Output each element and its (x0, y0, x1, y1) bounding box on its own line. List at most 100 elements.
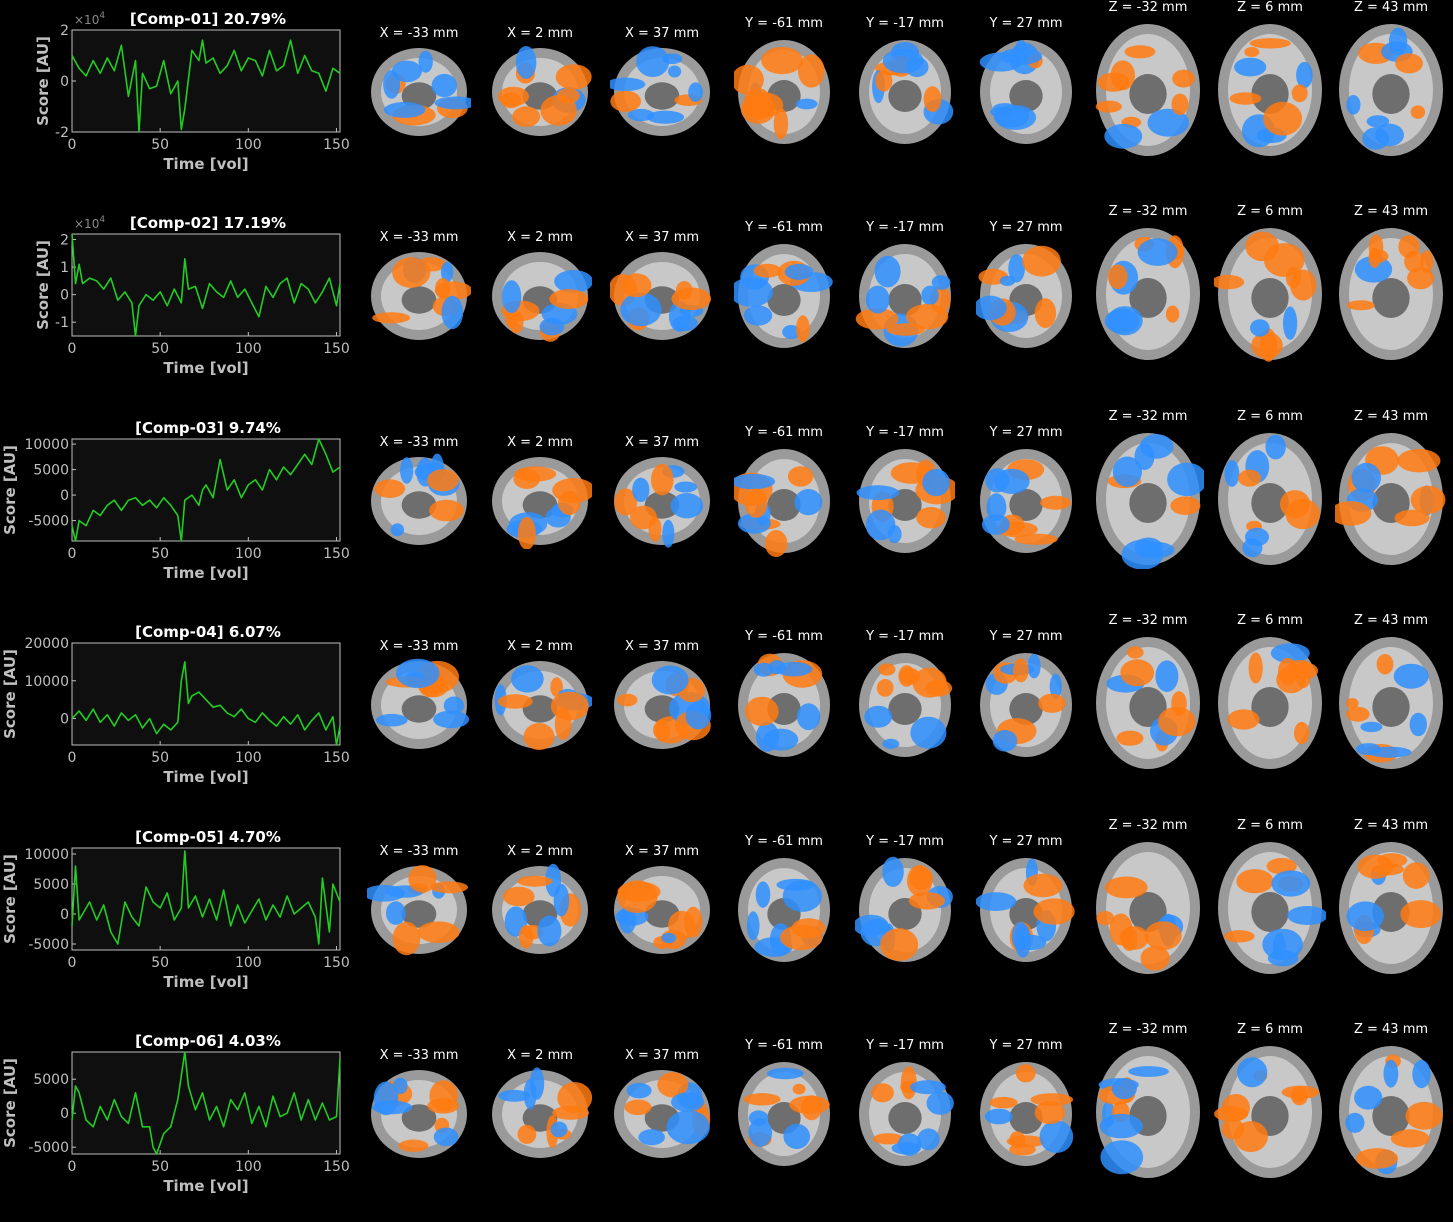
slice-label: Y = -61 mm (745, 16, 823, 31)
brain-slice-image (855, 856, 953, 962)
chart-title: [Comp-03] 9.74% (135, 419, 281, 437)
brain-slice-image (976, 244, 1072, 348)
brain-slice-image (1339, 24, 1443, 156)
slice-label: Y = 27 mm (989, 220, 1063, 235)
chart-title: [Comp-04] 6.07% (135, 623, 281, 641)
x-axis-label: Time [vol] (163, 155, 248, 173)
plot-area (71, 29, 341, 133)
x-tick-label: 150 (323, 137, 350, 153)
chart-title: [Comp-01] 20.79% (130, 10, 286, 28)
brain-slice-image (1096, 433, 1204, 569)
slice-label: Z = -32 mm (1108, 204, 1188, 219)
y-tick-label: 0 (60, 907, 69, 923)
slice-label: Y = 27 mm (989, 425, 1063, 440)
timecourse-line (71, 661, 341, 746)
brain-slice-image (492, 661, 592, 750)
slice-label: Z = 6 mm (1237, 0, 1303, 15)
x-tick-label: 50 (151, 1159, 169, 1175)
y-tick-label: 0 (60, 288, 69, 304)
brain-slice-image (734, 244, 833, 348)
timecourse-line (71, 1051, 341, 1155)
y-tick-label: -2 (55, 125, 69, 141)
slice-label: X = 2 mm (507, 1048, 573, 1063)
brain-slice-image (371, 658, 470, 749)
brain-slice-image (738, 653, 830, 757)
slice-label: X = 2 mm (507, 639, 573, 654)
brain-slice-image (1096, 842, 1200, 974)
y-axis-label: Score [AU] (1, 649, 19, 739)
x-tick-label: 50 (151, 341, 169, 357)
slice-label: Z = 6 mm (1237, 409, 1303, 424)
slice-label: Y = 27 mm (989, 1038, 1063, 1053)
brain-slice-image (979, 40, 1072, 144)
timecourse-line (71, 39, 341, 133)
slice-label: X = -33 mm (379, 435, 459, 450)
brain-slice-image (1218, 842, 1326, 974)
slice-label: Y = -17 mm (866, 629, 944, 644)
brain-slice-image (859, 1062, 954, 1166)
x-tick-label: 50 (151, 750, 169, 766)
brain-slice-image (492, 1067, 592, 1158)
slice-label: X = -33 mm (379, 844, 459, 859)
slice-label: Z = 6 mm (1237, 1022, 1303, 1037)
x-tick-label: 0 (68, 1159, 77, 1175)
slice-label: X = 2 mm (507, 844, 573, 859)
brain-slice-image (859, 653, 953, 757)
brain-slice-image (371, 252, 471, 340)
slice-label: Z = 43 mm (1353, 204, 1429, 219)
slice-label: Y = -61 mm (745, 834, 823, 849)
brain-slice-image (492, 863, 588, 954)
y-tick-label: 10000 (24, 674, 69, 690)
x-tick-label: 50 (151, 955, 169, 971)
slice-label: Z = -32 mm (1108, 613, 1188, 628)
slice-label: X = -33 mm (379, 26, 459, 41)
brain-slice-image (1339, 842, 1443, 974)
brain-slice-image (371, 453, 467, 545)
slice-label: Z = 6 mm (1237, 204, 1303, 219)
brain-slice-image (614, 457, 710, 548)
brain-slice-image (371, 1070, 467, 1158)
brain-slice-image (367, 865, 468, 956)
y-tick-label: 0 (60, 74, 69, 90)
timecourse-line (71, 233, 341, 337)
slice-label: X = 37 mm (624, 435, 700, 450)
brain-slice-image (734, 449, 830, 557)
plot-area (71, 642, 341, 746)
slice-label: Z = 6 mm (1237, 818, 1303, 833)
slice-label: Z = 43 mm (1353, 613, 1429, 628)
slice-label: Y = 27 mm (989, 16, 1063, 31)
x-tick-label: 100 (235, 137, 262, 153)
x-axis-label: Time [vol] (163, 973, 248, 991)
chart-title: [Comp-06] 4.03% (135, 1032, 281, 1050)
timecourse-line (71, 850, 341, 945)
brain-slice-image (976, 858, 1075, 962)
slice-label: X = 37 mm (624, 230, 700, 245)
brain-slice-image (859, 40, 954, 144)
brain-slice-image (980, 1062, 1074, 1166)
y-tick-label: 5000 (33, 877, 69, 893)
y-tick-label: -5000 (28, 1140, 69, 1156)
slice-label: Y = -17 mm (866, 834, 944, 849)
slice-label: X = 2 mm (507, 230, 573, 245)
y-axis-label: Score [AU] (1, 1058, 19, 1148)
y-tick-label: 2 (60, 233, 69, 249)
brain-slice-image (980, 653, 1072, 757)
y-tick-label: 5000 (33, 463, 69, 479)
slice-label: Y = -17 mm (866, 425, 944, 440)
slice-label: X = 2 mm (507, 435, 573, 450)
brain-slice-image (1096, 1046, 1200, 1178)
y-tick-label: -5000 (28, 514, 69, 530)
brain-slice-image (1095, 24, 1200, 156)
slice-label: Y = -17 mm (866, 220, 944, 235)
y-tick-label: 0 (60, 488, 69, 504)
y-tick-label: 2 (60, 23, 69, 39)
x-axis-label: Time [vol] (163, 359, 248, 377)
slice-label: X = 37 mm (624, 639, 700, 654)
y-tick-label: -5000 (28, 937, 69, 953)
slice-label: Z = 43 mm (1353, 818, 1429, 833)
slice-label: Y = -17 mm (866, 16, 944, 31)
